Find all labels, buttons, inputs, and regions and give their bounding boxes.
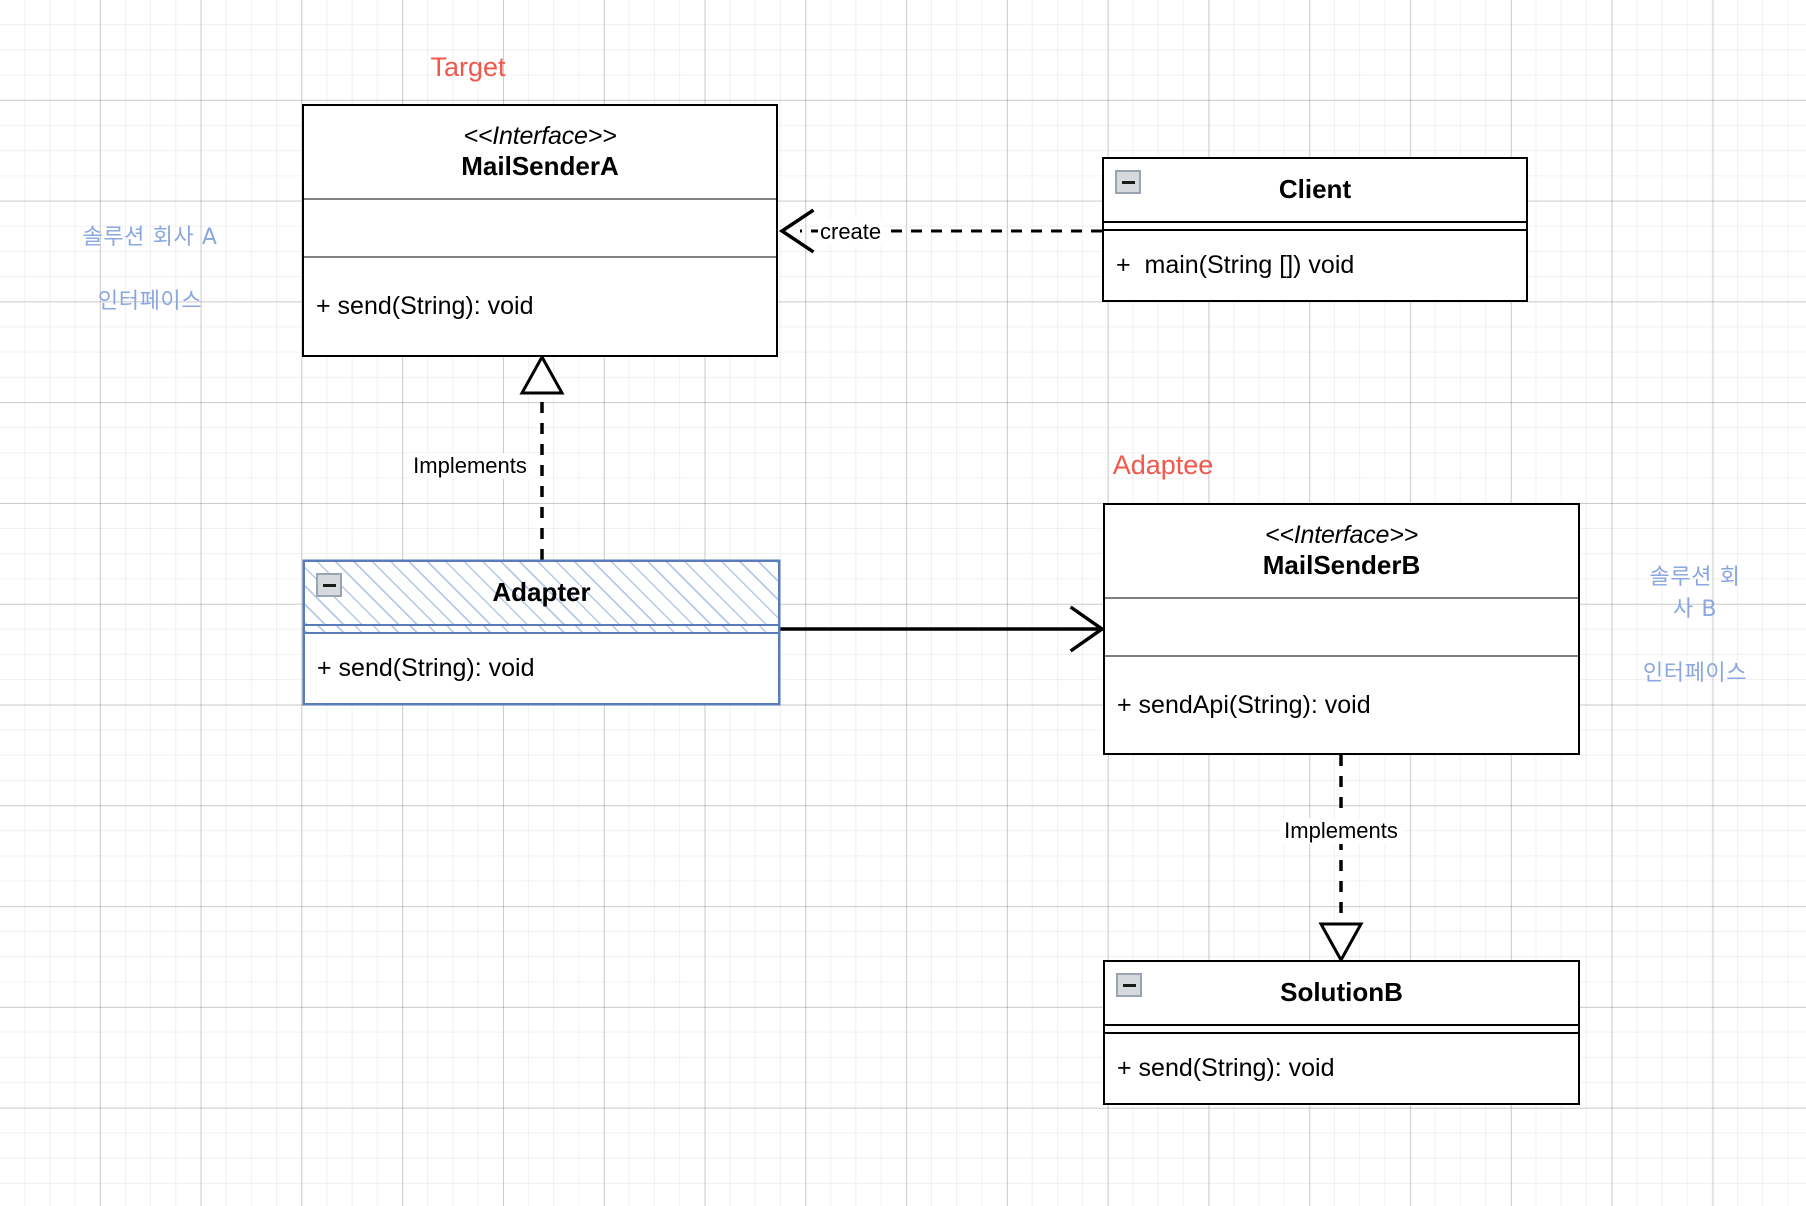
class-attributes-compartment bbox=[305, 624, 778, 632]
class-methods-compartment: + sendApi(String): void bbox=[1105, 655, 1578, 753]
note-b-line1: 솔루션 회사 B bbox=[1649, 564, 1741, 622]
class-box-mailsendera[interactable]: <<Interface>> MailSenderA + send(String)… bbox=[302, 104, 778, 357]
class-attributes-compartment bbox=[1104, 221, 1526, 229]
class-title-compartment: SolutionB bbox=[1105, 962, 1578, 1024]
note-a-line2: 인터페이스 bbox=[97, 288, 203, 314]
class-method: + sendApi(String): void bbox=[1117, 690, 1371, 719]
class-methods-compartment: + send(String): void bbox=[1105, 1032, 1578, 1103]
class-method: + send(String): void bbox=[1117, 1054, 1335, 1082]
class-stereotype: <<Interface>> bbox=[463, 122, 617, 151]
edge-label-implements-solutionb: Implements bbox=[1280, 818, 1402, 844]
class-name: SolutionB bbox=[1280, 977, 1403, 1008]
class-attributes-compartment bbox=[304, 198, 776, 256]
edge-label-implements-adapter: Implements bbox=[409, 453, 531, 479]
class-methods-compartment: + send(String): void bbox=[305, 632, 778, 703]
note-b-line2: 인터페이스 bbox=[1642, 660, 1748, 686]
class-name: Adapter bbox=[492, 577, 591, 608]
group-label-target: Target bbox=[430, 52, 506, 82]
collapse-minus-icon[interactable] bbox=[1115, 170, 1141, 194]
edge-label-create: create bbox=[818, 218, 884, 246]
class-title-compartment: Client bbox=[1104, 159, 1526, 221]
class-method: + main(String []) void bbox=[1116, 251, 1355, 279]
class-methods-compartment: + main(String []) void bbox=[1104, 229, 1526, 300]
open-arrowhead-left bbox=[778, 208, 815, 254]
class-attributes-compartment bbox=[1105, 1024, 1578, 1032]
class-title-compartment: <<Interface>> MailSenderB bbox=[1105, 505, 1578, 597]
note-solution-company-a: 솔루션 회사 A 인터페이스 bbox=[82, 190, 217, 349]
collapse-minus-icon[interactable] bbox=[1116, 973, 1142, 997]
class-box-client[interactable]: Client + main(String []) void bbox=[1102, 157, 1528, 302]
collapse-minus-icon[interactable] bbox=[316, 573, 342, 597]
class-name: MailSenderA bbox=[461, 150, 619, 181]
note-solution-company-b: 솔루션 회사 B 인터페이스 bbox=[1640, 530, 1751, 721]
class-title-compartment: <<Interface>> MailSenderA bbox=[304, 106, 776, 198]
class-name: MailSenderB bbox=[1262, 549, 1421, 580]
class-box-adapter[interactable]: Adapter + send(String): void bbox=[303, 560, 780, 705]
class-stereotype: <<Interface>> bbox=[1264, 521, 1419, 550]
edge-uses[interactable] bbox=[780, 605, 1106, 653]
note-a-line1: 솔루션 회사 A bbox=[82, 224, 218, 250]
class-methods-compartment: + send(String): void bbox=[304, 256, 776, 355]
class-attributes-compartment bbox=[1105, 597, 1578, 655]
class-title-compartment: Adapter bbox=[305, 562, 778, 624]
class-name: Client bbox=[1278, 174, 1352, 205]
group-label-adaptee: Adaptee bbox=[1112, 450, 1214, 480]
edge-implements-solutionb[interactable] bbox=[1318, 755, 1364, 964]
hollow-triangle-arrowhead-up bbox=[519, 353, 565, 395]
class-box-solutionb[interactable]: SolutionB + send(String): void bbox=[1103, 960, 1580, 1105]
class-method: + send(String): void bbox=[316, 292, 534, 320]
class-method: + send(String): void bbox=[317, 654, 535, 682]
open-arrowhead-right bbox=[1069, 605, 1106, 653]
class-box-mailsenderb[interactable]: <<Interface>> MailSenderB + sendApi(Stri… bbox=[1103, 503, 1580, 755]
hollow-triangle-arrowhead-down bbox=[1318, 922, 1364, 964]
